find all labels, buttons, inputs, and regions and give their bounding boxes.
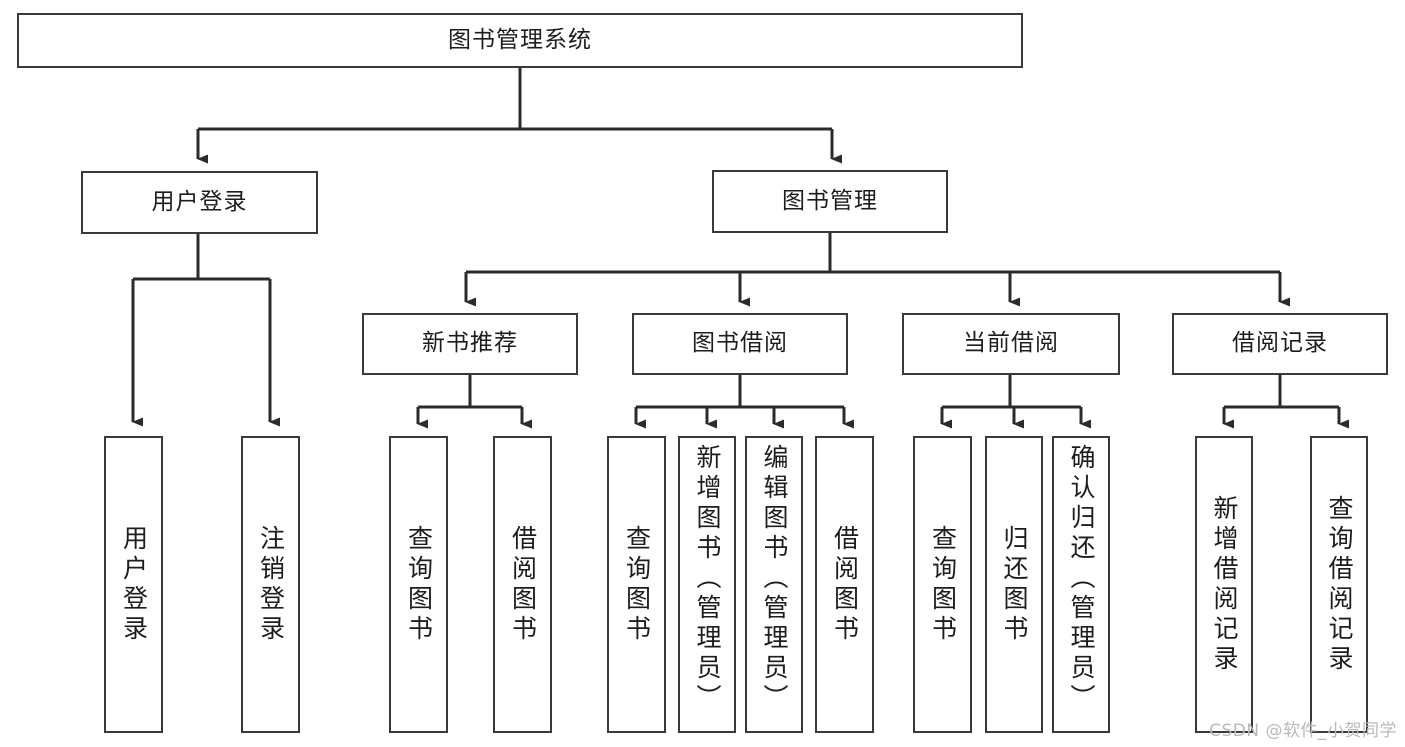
node-root-system[interactable]: 图书管理系统 [17, 13, 1023, 68]
node-label: 新增借阅记录 [1210, 494, 1239, 675]
node-label: 借阅记录 [1232, 330, 1328, 357]
node-current-borrow[interactable]: 当前借阅 [902, 313, 1120, 375]
node-label: 用户登录 [119, 524, 149, 645]
node-user-login[interactable]: 用户登录 [81, 171, 318, 234]
node-label: 查询图书 [404, 524, 434, 645]
leaf-book-borrow-query[interactable]: 查询图书 [607, 436, 666, 733]
node-book-management[interactable]: 图书管理 [712, 170, 948, 233]
leaf-book-borrow-add[interactable]: 新增图书（管理员） [678, 436, 736, 733]
leaf-book-borrow-edit[interactable]: 编辑图书（管理员） [745, 436, 803, 733]
node-label: 查询图书 [928, 524, 958, 645]
node-book-borrow[interactable]: 图书借阅 [632, 313, 848, 375]
node-label: 图书管理 [782, 187, 878, 214]
node-label: 新书推荐 [422, 330, 518, 357]
leaf-user-login-logout[interactable]: 注销登录 [241, 436, 300, 733]
node-label: 借阅图书 [830, 524, 860, 645]
node-label: 用户登录 [151, 188, 248, 215]
csdn-watermark: CSDN @软件_小贺同学 [1209, 721, 1397, 741]
node-label: 确认归还（管理员） [1067, 444, 1096, 714]
node-new-book-recommend[interactable]: 新书推荐 [362, 313, 578, 375]
leaf-borrow-record-query[interactable]: 查询借阅记录 [1310, 436, 1368, 733]
node-label: 编辑图书（管理员） [760, 444, 789, 714]
node-label: 当前借阅 [963, 330, 1059, 357]
node-borrow-record[interactable]: 借阅记录 [1172, 313, 1388, 375]
node-label: 借阅图书 [508, 524, 538, 645]
node-label: 图书管理系统 [448, 26, 592, 53]
leaf-current-borrow-query[interactable]: 查询图书 [913, 436, 972, 733]
node-label: 查询图书 [622, 524, 652, 645]
leaf-current-borrow-return[interactable]: 归还图书 [985, 436, 1043, 733]
leaf-current-borrow-confirm-return[interactable]: 确认归还（管理员） [1052, 436, 1110, 733]
leaf-user-login-login[interactable]: 用户登录 [104, 436, 163, 733]
leaf-book-borrow-borrow[interactable]: 借阅图书 [815, 436, 874, 733]
leaf-borrow-record-add[interactable]: 新增借阅记录 [1195, 436, 1253, 733]
leaf-new-book-query[interactable]: 查询图书 [389, 436, 448, 733]
node-label: 查询借阅记录 [1325, 494, 1354, 675]
node-label: 注销登录 [256, 524, 286, 645]
leaf-new-book-borrow[interactable]: 借阅图书 [493, 436, 552, 733]
node-label: 图书借阅 [692, 330, 788, 357]
node-label: 新增图书（管理员） [693, 444, 722, 714]
node-label: 归还图书 [1000, 524, 1029, 645]
